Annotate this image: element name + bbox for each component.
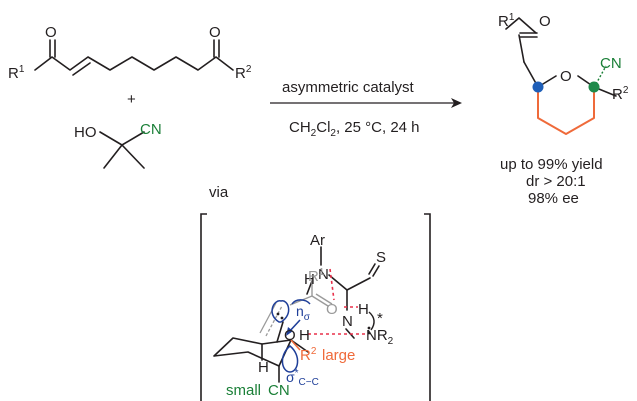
product-cn: CN: [600, 55, 622, 72]
ts-large-label: large: [322, 347, 355, 364]
ts-star: *: [377, 310, 383, 327]
solvent-conditions: CH2Cl2, 25 °C, 24 h: [289, 119, 420, 139]
cyanohydrin-structure: HO CN: [74, 121, 162, 169]
reactant-r1: R1: [8, 64, 25, 82]
transition-state-structure: Ar N H S N * H R1 O nσ O H NR2 R2 large …: [213, 232, 394, 399]
ts-n-top: N: [318, 266, 329, 283]
transition-state-brackets: [200, 213, 431, 401]
product-ring-o: O: [560, 68, 572, 85]
product-r1: R1: [498, 12, 515, 30]
reactant-oxygen-right: O: [209, 24, 221, 41]
yield-text: up to 99% yield: [500, 156, 603, 173]
product-r2: R2: [612, 85, 629, 103]
product-structure: R1 O O CN R2: [498, 12, 629, 135]
ts-small-label: small: [226, 382, 261, 399]
ts-s: S: [376, 249, 386, 266]
ts-o-gray: O: [326, 301, 338, 318]
ts-h-top: H: [304, 271, 315, 288]
reactant-oxygen-left: O: [45, 24, 57, 41]
ts-o: O: [284, 327, 296, 344]
ts-h-bottom: H: [258, 359, 269, 376]
catalyst-label: asymmetric catalyst: [282, 79, 415, 96]
ts-r2: R2: [300, 346, 317, 364]
ts-sigma-star: σ*C−C: [286, 368, 319, 388]
ts-nr2: NR2: [366, 327, 394, 347]
ts-n-sigma: nσ: [296, 303, 311, 323]
reactant-r2: R2: [235, 64, 252, 82]
ts-n-right: N: [342, 313, 353, 330]
reaction-arrow: [270, 98, 462, 108]
stereocenter-green: [588, 81, 600, 93]
ts-cn: CN: [268, 382, 290, 399]
ts-r1-gray: R1: [308, 267, 325, 285]
reactant-structure: O O R1 R2: [8, 24, 252, 82]
product-ketone-o: O: [539, 13, 551, 30]
ee-text: 98% ee: [528, 190, 579, 207]
cyanohydrin-ho: HO: [74, 124, 97, 141]
ts-ar: Ar: [310, 232, 325, 249]
cyanohydrin-cn: CN: [140, 121, 162, 138]
dr-text: dr > 20:1: [526, 173, 586, 190]
plus-sign: +: [127, 91, 136, 108]
ts-h-oh: H: [299, 327, 310, 344]
ts-h-left: H: [358, 301, 369, 318]
stereocenter-blue: [532, 81, 544, 93]
via-label: via: [209, 184, 229, 201]
